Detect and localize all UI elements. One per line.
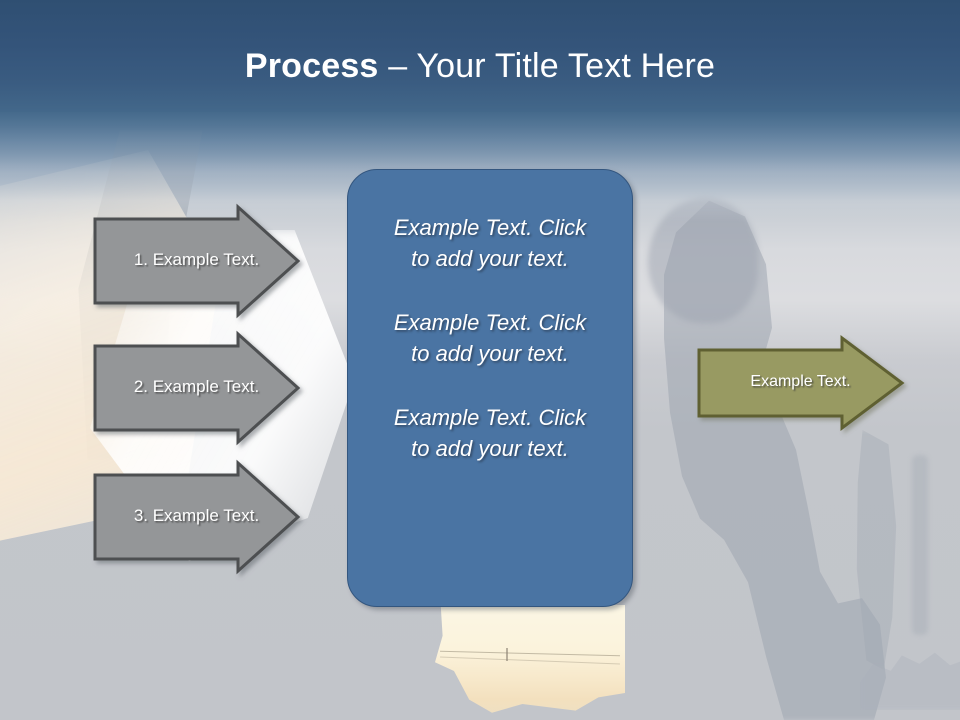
process-outcome-arrow[interactable]: Example Text.: [697, 335, 905, 436]
background-post: [912, 455, 928, 635]
process-step-arrow-2[interactable]: 2. Example Text.: [93, 330, 301, 446]
process-detail-paragraph-3: Example Text. Click to add your text.: [393, 405, 587, 461]
arrow-right-icon: [93, 330, 301, 446]
page-title-bold: Process: [244, 47, 379, 85]
background-person-arm: [856, 430, 897, 670]
process-detail-paragraph-2: Example Text. Click to add your text.: [393, 310, 587, 366]
page-title-rest: – Your Title Text Here: [378, 47, 716, 85]
process-detail-box[interactable]: Example Text. Click to add your text. Ex…: [347, 169, 633, 607]
arrow-right-icon: [697, 335, 905, 431]
process-step-arrow-3[interactable]: 3. Example Text.: [93, 459, 301, 575]
arrow-right-icon: [93, 459, 301, 575]
page-title: Process – Your Title Text Here: [0, 47, 960, 85]
process-step-arrow-1[interactable]: 1. Example Text.: [93, 203, 301, 319]
background-utility-pole: [506, 648, 508, 661]
arrow-right-icon: [93, 203, 301, 319]
header-band: [0, 0, 960, 128]
process-detail-paragraph-1: Example Text. Click to add your text.: [393, 215, 587, 271]
